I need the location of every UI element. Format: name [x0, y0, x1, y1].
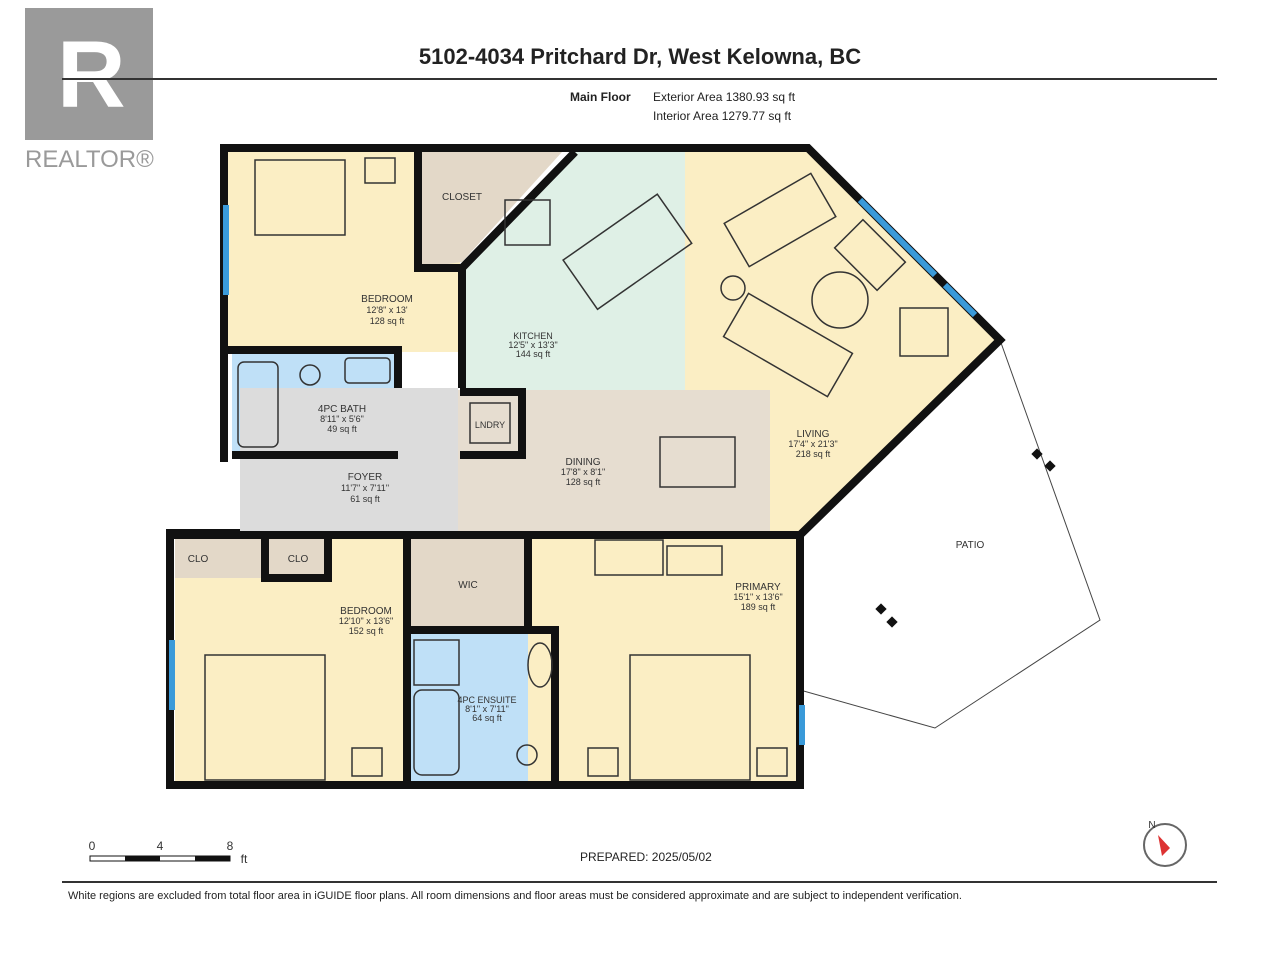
room-dim: 12'5" x 13'3" [508, 340, 557, 350]
room-dim: 12'10" x 13'6" [339, 616, 393, 626]
room-area: 144 sq ft [516, 349, 551, 359]
furniture [204, 157, 949, 781]
room-dim: 17'8" x 8'1" [561, 467, 605, 477]
room-name: PATIO [956, 540, 985, 551]
divider [62, 78, 1217, 80]
room-name: KITCHEN [513, 331, 553, 341]
room-area: 61 sq ft [350, 494, 380, 504]
room-name: WIC [458, 580, 477, 591]
clo1-area [175, 538, 265, 578]
prepared-date: PREPARED: 2025/05/02 [580, 850, 712, 864]
scale-unit: ft [241, 852, 248, 866]
room-name: LIVING [797, 429, 830, 440]
room-name: BEDROOM [340, 606, 392, 617]
room-name: CLO [188, 554, 209, 565]
room-dim: 15'1" x 13'6" [733, 592, 782, 602]
patio-posts [875, 448, 1056, 628]
room-name: PRIMARY [735, 582, 781, 593]
room-area: 128 sq ft [566, 477, 601, 487]
room-dim: 12'8" x 13' [366, 305, 407, 315]
scale-tick: 8 [227, 839, 234, 853]
foyer-area [240, 388, 458, 533]
primary-area [528, 538, 800, 782]
room-area: 49 sq ft [327, 424, 357, 434]
clo2-area [268, 538, 328, 578]
room-area: 189 sq ft [741, 602, 776, 612]
room-area: 64 sq ft [472, 713, 502, 723]
room-name: BEDROOM [361, 294, 413, 305]
room-name: 4PC BATH [318, 404, 366, 415]
room-area: 152 sq ft [349, 626, 384, 636]
interior-area: Interior Area 1279.77 sq ft [653, 109, 792, 123]
scale-tick: 0 [89, 839, 96, 853]
room-name: LNDRY [475, 420, 505, 430]
scale-tick: 4 [157, 839, 164, 853]
living-area [685, 152, 998, 535]
walls [166, 144, 1006, 789]
room-area: 218 sq ft [796, 449, 831, 459]
room-name: FOYER [348, 472, 382, 483]
divider [62, 881, 1217, 883]
room-name: CLO [288, 554, 309, 565]
wic-area [407, 538, 528, 630]
page-title: 5102-4034 Pritchard Dr, West Kelowna, BC [418, 44, 862, 69]
room-name: CLOSET [442, 192, 482, 203]
room-name: DINING [566, 457, 601, 468]
room-dim: 17'4" x 21'3" [788, 439, 837, 449]
compass-icon: N [1143, 820, 1187, 867]
room-name: 4PC ENSUITE [457, 695, 516, 705]
compass-label: N [1148, 820, 1155, 831]
room-dim: 8'1" x 7'11" [465, 704, 509, 714]
windows [169, 197, 978, 745]
exterior-area: Exterior Area 1380.93 sq ft [653, 90, 796, 104]
room-area: 128 sq ft [370, 316, 405, 326]
scale-bar: 0 4 8 ft [89, 839, 248, 866]
disclaimer: White regions are excluded from total fl… [68, 890, 962, 902]
room-dim: 8'11" x 5'6" [320, 414, 364, 424]
floor-name: Main Floor [570, 90, 631, 104]
logo-text: REALTOR® [25, 146, 154, 173]
closet-area [418, 152, 562, 268]
room-dim: 11'7" x 7'11" [341, 483, 389, 493]
realtor-logo: R REALTOR® [25, 8, 154, 173]
